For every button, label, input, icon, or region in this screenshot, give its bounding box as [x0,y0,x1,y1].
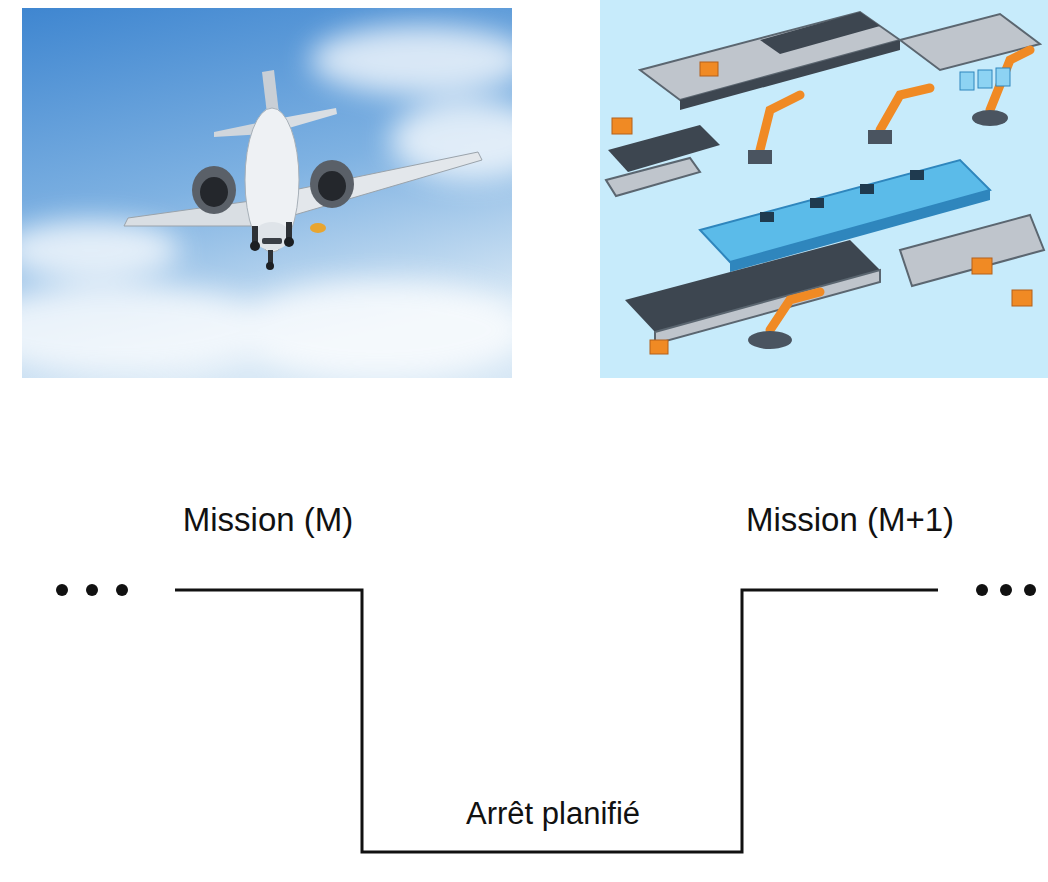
mission-label: Mission (M) [183,501,354,539]
timeline [56,584,1036,852]
airplane-photo [22,8,512,378]
mission-label: Mission (M+1) [746,501,954,539]
factory-illustration [600,0,1048,378]
stop-label: Arrêt planifié [466,796,640,832]
